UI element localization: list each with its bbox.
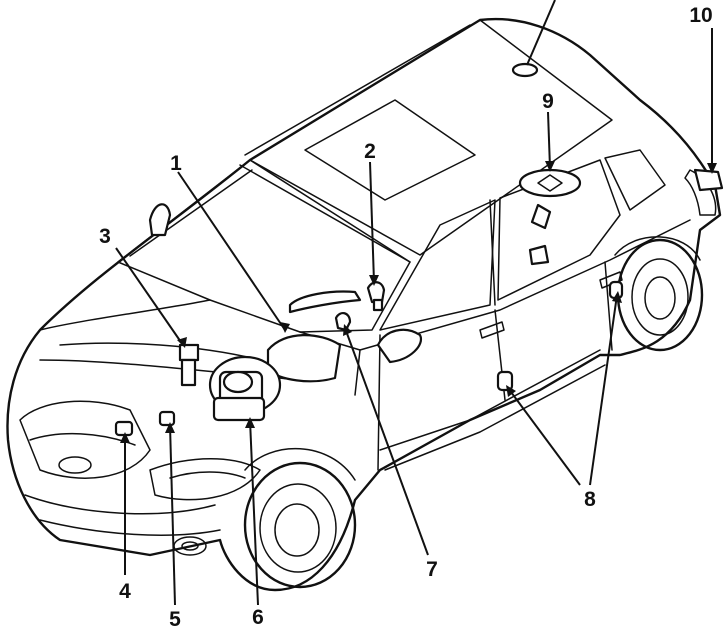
- component-5: [158, 410, 176, 427]
- callout-9: 9: [542, 90, 554, 113]
- callout-2: 2: [364, 140, 376, 163]
- component-3-stem: [180, 358, 197, 387]
- callout-7: 7: [426, 558, 438, 581]
- car-body: [6, 17, 722, 592]
- callout-labels: 1 2 3 4 5 6 7 8 9 10: [99, 4, 713, 627]
- component-3: [178, 343, 200, 362]
- leader-lines: [115, 0, 717, 606]
- component-4: [114, 420, 134, 437]
- component-6-cap: [222, 370, 254, 394]
- component-2-base: [372, 298, 384, 312]
- callout-6: 6: [252, 606, 264, 627]
- callout-10: 10: [689, 4, 712, 27]
- callout-5: 5: [169, 608, 181, 627]
- callout-4: 4: [119, 580, 131, 603]
- component-8a: [496, 370, 514, 392]
- component-9-buckle: [528, 244, 550, 266]
- component-9-belt: [530, 203, 552, 230]
- component-10: [693, 168, 724, 192]
- component-9: [518, 168, 582, 198]
- callout-3: 3: [99, 225, 111, 248]
- component-6-base: [212, 396, 266, 422]
- roof-marker: [511, 62, 539, 78]
- callout-1: 1: [170, 152, 182, 175]
- component-7: [334, 312, 352, 332]
- component-1: [266, 334, 342, 383]
- components: [114, 62, 724, 437]
- callout-8: 8: [584, 488, 596, 511]
